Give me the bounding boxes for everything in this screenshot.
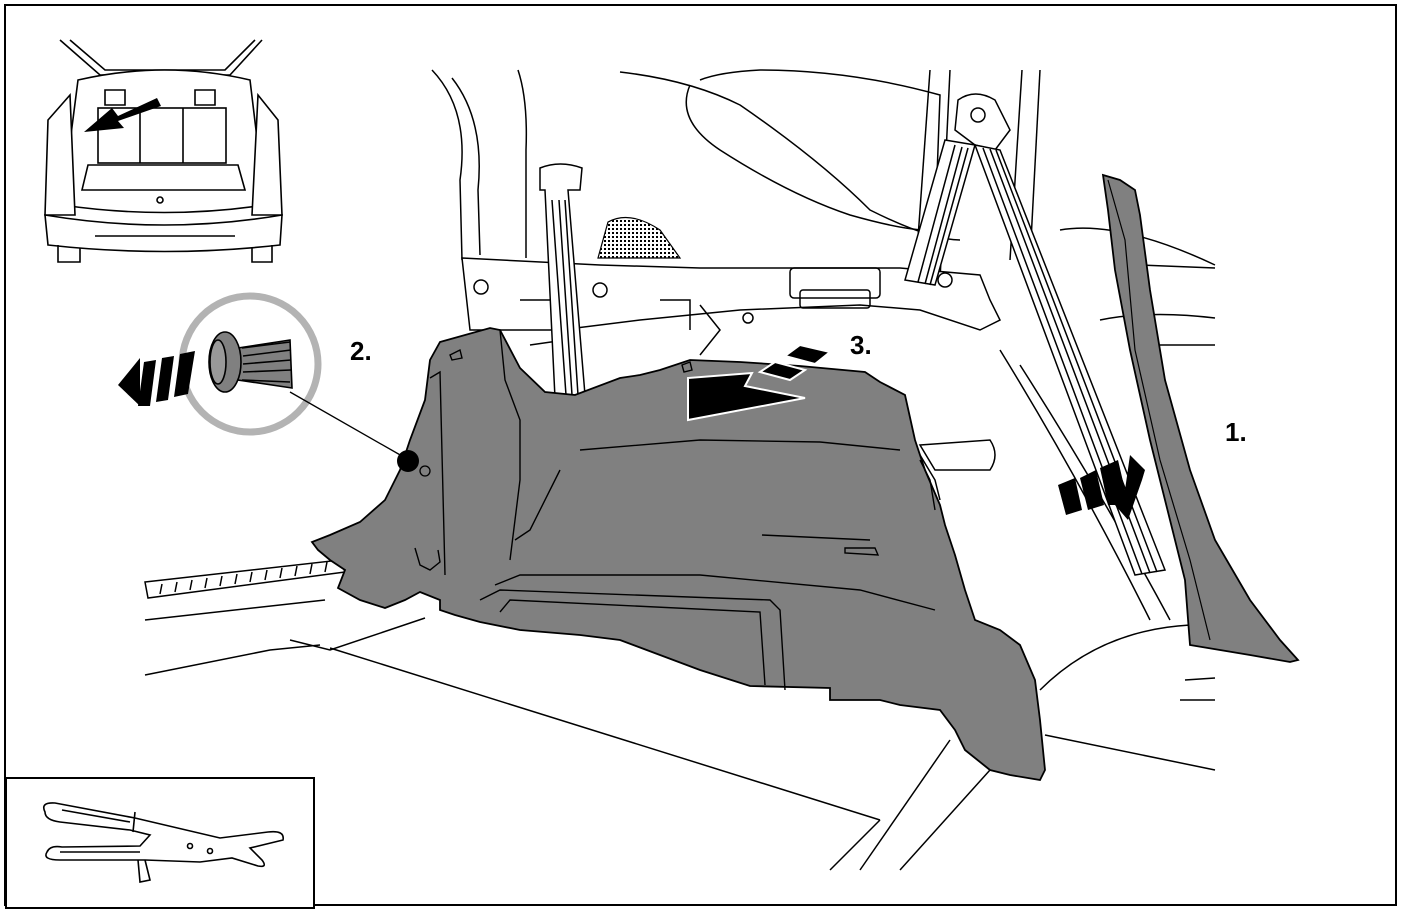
vehicle-thumbnail xyxy=(45,40,282,262)
step-3-label: 3. xyxy=(850,330,872,360)
pillar-trim-panel xyxy=(1103,175,1298,662)
step-1-label: 1. xyxy=(1225,417,1247,447)
speaker-grille xyxy=(598,218,680,259)
step-2-label: 2. xyxy=(350,336,372,366)
step-2-arrow-icon xyxy=(118,351,195,406)
side-trim-panel xyxy=(312,328,1045,780)
clip-location-dot xyxy=(397,450,419,472)
